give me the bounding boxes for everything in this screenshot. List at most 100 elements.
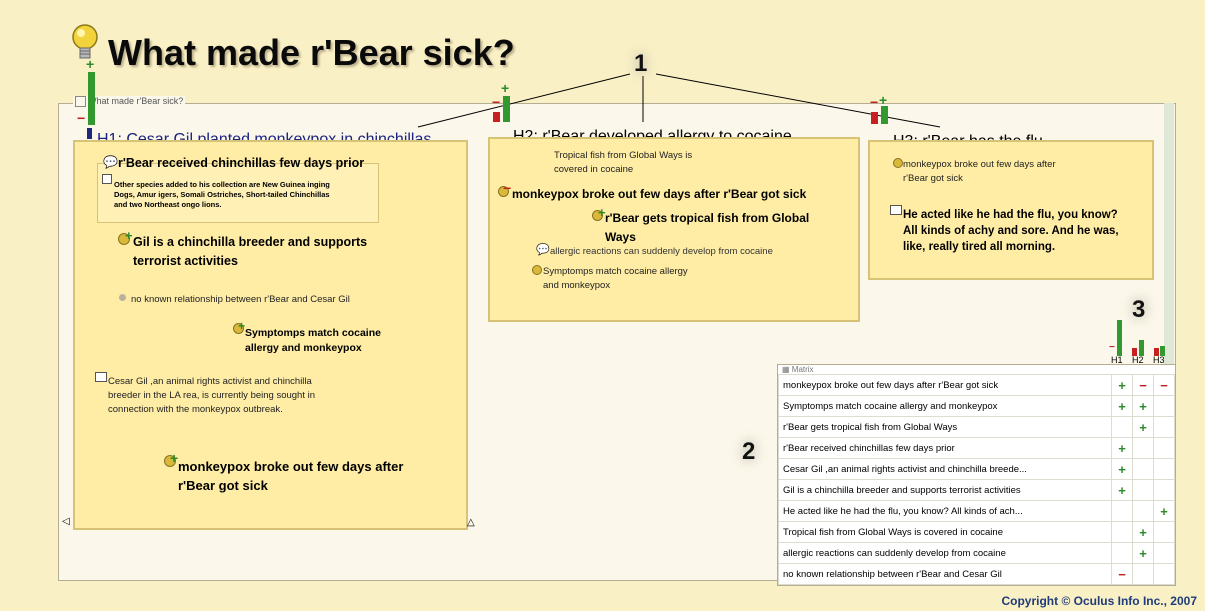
matrix-cell[interactable]: +: [1153, 500, 1175, 522]
matrix-row-label[interactable]: Gil is a chinchilla breeder and supports…: [778, 479, 1112, 501]
matrix-col-h2: H2: [1132, 355, 1144, 365]
lightbulb-icon: [72, 24, 98, 59]
matrix-row-label[interactable]: r'Bear gets tropical fish from Global Wa…: [778, 416, 1112, 438]
matrix-h1-minus-icon: −: [1109, 342, 1115, 353]
matrix-row[interactable]: allergic reactions can suddenly develop …: [778, 542, 1175, 564]
matrix-col-h1: H1: [1111, 355, 1123, 365]
h1-evidence-item[interactable]: monkeypox broke out few days after r'Bea…: [178, 459, 404, 493]
h3-support-bar: [881, 106, 888, 124]
matrix-cell[interactable]: +: [1111, 479, 1133, 501]
h1-plus-icon: +: [86, 56, 95, 72]
document-icon: [95, 372, 107, 382]
matrix-row-label[interactable]: no known relationship between r'Bear and…: [778, 563, 1112, 585]
h3-evidence-item[interactable]: monkeypox broke out few days after r'Bea…: [903, 159, 1056, 184]
matrix-cell[interactable]: [1153, 563, 1175, 585]
matrix-cell[interactable]: [1153, 458, 1175, 480]
matrix-row-label[interactable]: Cesar Gil ,an animal rights activist and…: [778, 458, 1112, 480]
matrix-row-label[interactable]: Symptomps match cocaine allergy and monk…: [778, 395, 1112, 417]
matrix-cell[interactable]: [1132, 458, 1154, 480]
h2-evidence-item[interactable]: r'Bear gets tropical fish from Global Wa…: [605, 211, 810, 244]
h1-evidence-item[interactable]: Cesar Gil ,an animal rights activist and…: [108, 376, 316, 415]
matrix-cell[interactable]: [1153, 437, 1175, 459]
plus-icon: +: [170, 450, 179, 466]
matrix-cell[interactable]: [1132, 563, 1154, 585]
h2-refute-bar: [493, 112, 500, 122]
h1-evidence-group[interactable]: [97, 163, 379, 223]
h2-evidence-item[interactable]: Symptomps match cocaine allergy and monk…: [543, 266, 688, 291]
h2-evidence-item[interactable]: monkeypox broke out few days after r'Bea…: [512, 187, 807, 201]
matrix-row[interactable]: Tropical fish from Global Ways is covere…: [778, 521, 1175, 543]
matrix-cell[interactable]: [1153, 416, 1175, 438]
scroll-left-icon[interactable]: ◁: [62, 516, 70, 527]
h3-minus-icon: −: [870, 94, 879, 110]
matrix-cell[interactable]: +: [1111, 374, 1133, 396]
h1-score-bars: + −: [76, 56, 100, 130]
matrix-cell[interactable]: −: [1111, 563, 1133, 585]
pin-icon: [893, 158, 903, 168]
h3-refute-bar: [871, 112, 878, 124]
matrix-h1-support-bar: [1117, 320, 1122, 356]
pin-icon: [164, 455, 176, 467]
h2-evidence-item[interactable]: allergic reactions can suddenly develop …: [550, 246, 773, 257]
matrix-col-h3: H3: [1153, 355, 1165, 365]
matrix-row-label[interactable]: Tropical fish from Global Ways is covere…: [778, 521, 1112, 543]
matrix-cell[interactable]: +: [1132, 542, 1154, 564]
matrix-cell[interactable]: +: [1111, 395, 1133, 417]
h1-evidence-item[interactable]: Gil is a chinchilla breeder and supports…: [133, 235, 368, 268]
matrix-cell[interactable]: [1132, 500, 1154, 522]
matrix-cell[interactable]: [1153, 479, 1175, 501]
h3-evidence-item[interactable]: He acted like he had the flu, you know? …: [903, 209, 1119, 253]
matrix-row[interactable]: Cesar Gil ,an animal rights activist and…: [778, 458, 1175, 480]
canvas-label: What made r'Bear sick?: [73, 96, 186, 108]
pin-icon: [233, 323, 244, 334]
document-icon: [102, 174, 112, 184]
matrix-cell[interactable]: −: [1132, 374, 1154, 396]
matrix-h2-refute-bar: [1132, 348, 1137, 356]
matrix-cell[interactable]: [1153, 521, 1175, 543]
h2-evidence-panel[interactable]: [488, 137, 860, 322]
matrix-cell[interactable]: [1153, 395, 1175, 417]
matrix-cell[interactable]: +: [1132, 416, 1154, 438]
pin-icon: [592, 210, 603, 221]
matrix-row-label[interactable]: r'Bear received chinchillas few days pri…: [778, 437, 1112, 459]
canvas-label-text: What made r'Bear sick?: [88, 96, 184, 106]
h1-evidence-item[interactable]: r'Bear received chinchillas few days pri…: [118, 156, 365, 170]
pin-icon: [118, 233, 130, 245]
matrix-row[interactable]: Symptomps match cocaine allergy and monk…: [778, 395, 1175, 417]
matrix-row[interactable]: r'Bear received chinchillas few days pri…: [778, 437, 1175, 459]
matrix-cell[interactable]: [1111, 521, 1133, 543]
h3-evidence-panel[interactable]: [868, 140, 1154, 280]
matrix-cell[interactable]: [1132, 479, 1154, 501]
canvas-scrollbar[interactable]: [1164, 103, 1174, 579]
matrix-cell[interactable]: +: [1111, 437, 1133, 459]
matrix-panel[interactable]: ▦ Matrix monkeypox broke out few days af…: [777, 364, 1176, 586]
matrix-cell[interactable]: [1111, 416, 1133, 438]
h2-evidence-item[interactable]: Tropical fish from Global Ways is covere…: [554, 150, 693, 175]
matrix-row[interactable]: r'Bear gets tropical fish from Global Wa…: [778, 416, 1175, 438]
matrix-row[interactable]: Gil is a chinchilla breeder and supports…: [778, 479, 1175, 501]
matrix-row[interactable]: monkeypox broke out few days after r'Bea…: [778, 374, 1175, 396]
matrix-row[interactable]: He acted like he had the flu, you know? …: [778, 500, 1175, 522]
h1-evidence-item[interactable]: no known relationship between r'Bear and…: [131, 294, 350, 305]
matrix-cell[interactable]: +: [1132, 395, 1154, 417]
matrix-cell[interactable]: +: [1132, 521, 1154, 543]
matrix-row-label[interactable]: He acted like he had the flu, you know? …: [778, 500, 1112, 522]
pin-icon: [119, 294, 126, 301]
matrix-cell[interactable]: [1132, 437, 1154, 459]
matrix-row[interactable]: no known relationship between r'Bear and…: [778, 563, 1175, 585]
matrix-cell[interactable]: −: [1153, 374, 1175, 396]
matrix-cell[interactable]: [1111, 500, 1133, 522]
matrix-label: ▦ Matrix: [778, 365, 1175, 374]
matrix-cell[interactable]: [1111, 542, 1133, 564]
matrix-label-text: Matrix: [791, 365, 814, 374]
page-title: What made r'Bear sick?: [108, 32, 515, 73]
scroll-up-icon[interactable]: △: [467, 517, 475, 528]
h1-evidence-item[interactable]: Symptomps match cocaine allergy and monk…: [245, 327, 381, 354]
matrix-cell[interactable]: [1153, 542, 1175, 564]
matrix-row-label[interactable]: allergic reactions can suddenly develop …: [778, 542, 1112, 564]
matrix-row-label[interactable]: monkeypox broke out few days after r'Bea…: [778, 374, 1112, 396]
h1-evidence-item[interactable]: Other species added to his collection ar…: [114, 180, 330, 209]
matrix-cell[interactable]: +: [1111, 458, 1133, 480]
h2-support-bar: [503, 96, 510, 122]
minus-icon: −: [503, 180, 512, 196]
